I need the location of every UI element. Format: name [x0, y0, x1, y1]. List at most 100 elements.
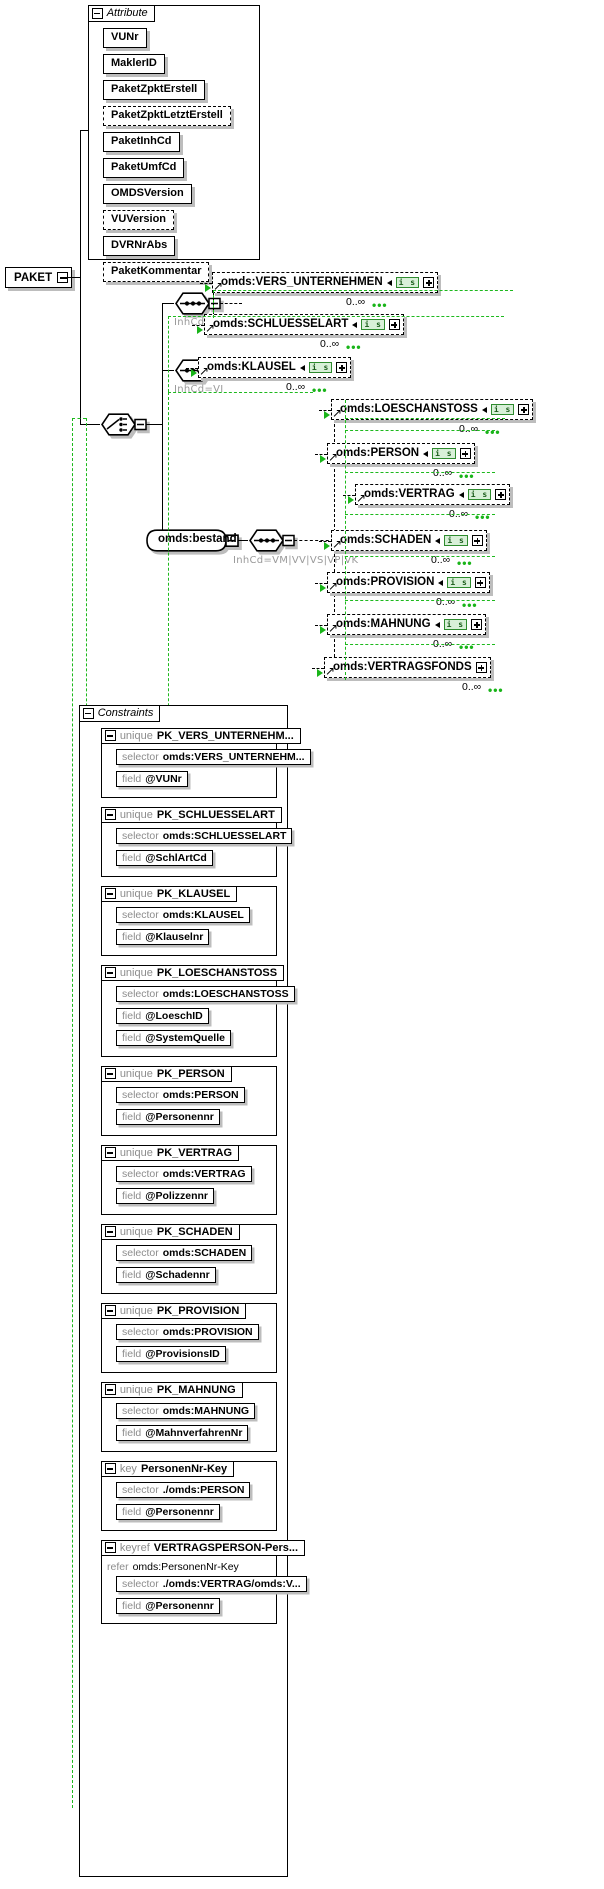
constraint-link-arrow-icon — [320, 455, 326, 463]
collapse-toggle-icon[interactable] — [82, 707, 94, 719]
expand-toggle-icon[interactable] — [475, 662, 487, 673]
collapse-toggle-icon[interactable] — [104, 967, 116, 979]
attribute-vunr[interactable]: VUNr — [103, 28, 147, 48]
constraint-row-field[interactable]: field@Personennr — [116, 1504, 220, 1520]
compositor-sequence-ai[interactable] — [174, 292, 222, 315]
expand-toggle-icon[interactable] — [471, 535, 483, 546]
constraint-row-field[interactable]: field@SystemQuelle — [116, 1030, 231, 1046]
attribute-paketzpkterstell[interactable]: PaketZpktErstell — [103, 80, 206, 100]
connector-line — [315, 454, 327, 455]
collapse-toggle-icon[interactable] — [91, 7, 103, 19]
constraint-row-field[interactable]: field@Schadennr — [116, 1267, 216, 1283]
constraint-row-selector[interactable]: selector./omds:VERTRAG/omds:V... — [116, 1576, 307, 1592]
occurrence-label: 0..∞ — [346, 296, 366, 308]
constraint-row-value: omds:PERSON — [162, 1089, 239, 1101]
constraint-row-field[interactable]: field@SchlArtCd — [116, 850, 213, 866]
expand-toggle-icon[interactable] — [336, 362, 348, 373]
attribute-paketkommentar[interactable]: PaketKommentar — [103, 262, 210, 282]
occurrence-label: 0..∞ — [459, 423, 479, 435]
constraint-row-field[interactable]: field@ProvisionsID — [116, 1346, 226, 1362]
collapse-toggle-icon[interactable] — [104, 888, 116, 900]
reference-arrow-icon: ↗ — [332, 406, 343, 420]
constraint-link-line — [345, 418, 505, 419]
collapse-toggle-icon[interactable] — [104, 1147, 116, 1159]
attribute-maklerid[interactable]: MaklerID — [103, 54, 165, 74]
expand-toggle-icon[interactable] — [518, 404, 530, 415]
attribute-vuversion[interactable]: VUVersion — [103, 210, 175, 230]
element-ref-omds-vertragsfonds[interactable]: omds:VERTRAGSFONDS — [324, 657, 491, 678]
attribute-panel-tab[interactable]: Attribute — [87, 4, 155, 22]
constraint-row-field[interactable]: field@LoeschID — [116, 1008, 209, 1024]
identity-constraint-badge-icon: i s — [395, 277, 420, 288]
attribute-paketumfcd[interactable]: PaketUmfCd — [103, 158, 185, 178]
constraint-name: PK_MAHNUNG — [156, 1383, 236, 1396]
collapse-toggle-icon[interactable] — [104, 1226, 116, 1238]
collapse-toggle-icon[interactable] — [104, 1068, 116, 1080]
constraint-link-line — [345, 644, 495, 645]
collapse-toggle-icon[interactable] — [104, 1463, 116, 1475]
collapse-toggle-icon[interactable] — [104, 1542, 116, 1554]
attribute-paketzpktletzterstell[interactable]: PaketZpktLetztErstell — [103, 106, 231, 126]
expand-toggle-icon[interactable] — [459, 448, 471, 459]
constraints-panel-tab[interactable]: Constraints — [78, 704, 161, 722]
constraint-row-field[interactable]: field@MahnverfahrenNr — [116, 1425, 249, 1441]
collapse-toggle-icon[interactable] — [104, 730, 116, 742]
attribute-paketinhcd[interactable]: PaketInhCd — [103, 132, 180, 152]
expand-toggle-icon[interactable] — [423, 277, 435, 288]
compositor-sequence-bestand[interactable] — [248, 529, 296, 552]
expand-toggle-icon[interactable] — [474, 577, 486, 588]
root-element-paket[interactable]: PAKET — [5, 267, 73, 288]
expand-toggle-icon[interactable] — [495, 489, 507, 500]
constraint-row-field[interactable]: field@Klauselnr — [116, 929, 210, 945]
attribute-omdsversion[interactable]: OMDSVersion — [103, 184, 192, 204]
collapse-toggle-icon[interactable] — [104, 1305, 116, 1317]
compositor-choice-root[interactable] — [100, 413, 148, 436]
constraint-link-line — [345, 400, 346, 680]
connector-line — [343, 495, 355, 496]
collapse-toggle-icon[interactable] — [104, 809, 116, 821]
constraint-row-selector[interactable]: selector./omds:PERSON — [116, 1482, 251, 1498]
expand-toggle-icon[interactable] — [388, 319, 400, 330]
constraint-row-field[interactable]: field@Polizzennr — [116, 1188, 215, 1204]
constraint-row-field[interactable]: field@Personennr — [116, 1598, 220, 1614]
attribute-dvrnrabs[interactable]: DVRNrAbs — [103, 236, 176, 256]
constraint-row-value: omds:KLAUSEL — [162, 909, 244, 921]
type-indicator-arrow-icon — [458, 491, 464, 498]
expand-toggle-icon[interactable] — [471, 619, 483, 630]
element-bestand[interactable]: omds:bestand — [146, 528, 240, 552]
constraint-row-field[interactable]: field@VUNr — [116, 771, 188, 787]
constraint-kind: unique — [119, 1304, 153, 1317]
collapse-toggle-icon[interactable] — [104, 1384, 116, 1396]
constraint-row-field[interactable]: field@Personennr — [116, 1109, 220, 1125]
